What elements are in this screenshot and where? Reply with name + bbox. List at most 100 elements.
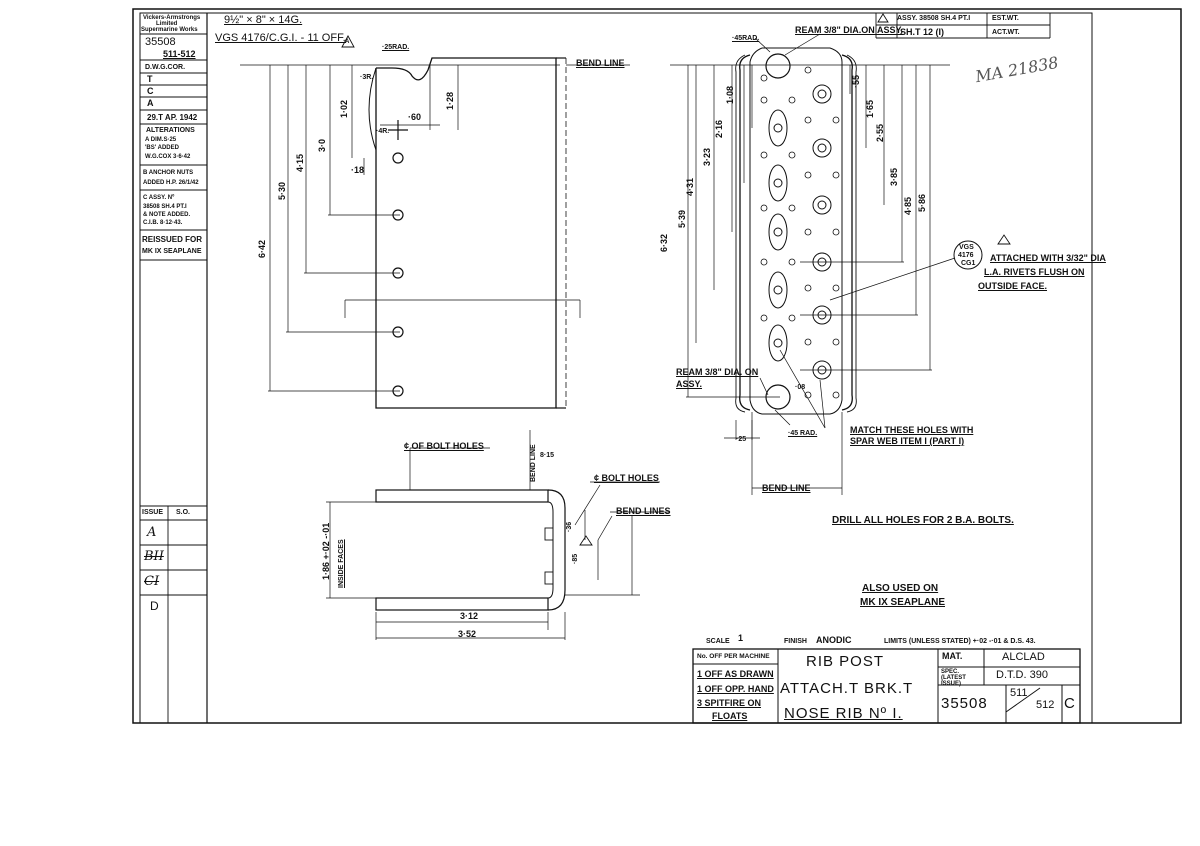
dim-55: ·55 bbox=[851, 74, 861, 88]
date: 29.T AP. 1942 bbox=[147, 113, 198, 122]
act-wt-label: ACT.WT. bbox=[992, 29, 1020, 36]
ream-top-note: REAM 3/8" DIA.ON ASSY. bbox=[795, 25, 903, 35]
dim-352: 3·52 bbox=[458, 629, 477, 639]
dim-08: ·08 bbox=[795, 384, 806, 391]
bend-line-vertical-label: BEND LINE bbox=[530, 444, 537, 482]
top-right-ref-boxes bbox=[875, 13, 1051, 39]
dim-642: 6·42 bbox=[257, 239, 267, 258]
dim-323: 3·23 bbox=[702, 147, 712, 166]
no-off-row-4: FLOATS bbox=[712, 711, 748, 721]
dim-60: ·60 bbox=[408, 112, 422, 122]
reissued-1: REISSUED FOR bbox=[142, 235, 203, 244]
dim-586: 5·86 bbox=[917, 193, 927, 212]
part-sheet-bottom: 512 bbox=[1036, 699, 1055, 711]
so-header: S.O. bbox=[176, 509, 191, 516]
dim-25: ·25 bbox=[736, 436, 747, 443]
alt-b-2: ADDED H.P. 26/1/42 bbox=[143, 180, 199, 186]
sheet-ref: SH.T 12 (I) bbox=[900, 27, 945, 37]
dim-216: 2·16 bbox=[714, 119, 724, 138]
company-line2: Limited bbox=[156, 21, 178, 27]
vgs-bubble-1: VGS bbox=[959, 244, 974, 251]
alt-c-3: & NOTE ADDED. bbox=[143, 212, 191, 218]
part-title-2: ATTACH.T BRK.T bbox=[780, 680, 914, 697]
part-issue: C bbox=[1064, 695, 1076, 712]
strip-sheet-range: 511-512 bbox=[163, 49, 196, 59]
also-used-2: MK IX SEAPLANE bbox=[860, 597, 946, 608]
right-dimension-lines bbox=[670, 33, 956, 495]
dim-312: 3·12 bbox=[460, 611, 479, 621]
dim-30: 3·0 bbox=[317, 138, 327, 152]
part-title-1: RIB POST bbox=[806, 653, 885, 670]
finish-label: FINISH bbox=[784, 638, 807, 645]
scale-label: SCALE bbox=[706, 638, 730, 645]
vgs-bubble bbox=[953, 240, 983, 270]
check-a: A bbox=[147, 98, 154, 108]
dim-530: 5·30 bbox=[277, 181, 287, 200]
radius-4: ·4R. bbox=[376, 128, 390, 135]
alt-c-1: C ASSY. Nº bbox=[143, 195, 175, 201]
finish-value: ANODIC bbox=[816, 635, 852, 645]
formed-part-front-view bbox=[735, 47, 857, 415]
dim-415: 4·15 bbox=[295, 153, 305, 172]
dim-36: ·36 bbox=[566, 521, 573, 532]
company-line3: Supermarine Works bbox=[141, 27, 198, 33]
drawn-by-label: D.W.G.COR. bbox=[145, 64, 186, 71]
left-strip-rows bbox=[140, 33, 207, 723]
match-note-2: SPAR WEB ITEM I (PART I) bbox=[850, 436, 965, 446]
dim-108: 1·08 bbox=[725, 85, 735, 104]
alt-a-1: A DIM.S·25 bbox=[145, 137, 177, 143]
side-view-dimensions bbox=[326, 430, 670, 640]
radius-45-top: ·45RAD. bbox=[732, 35, 760, 42]
dim-632: 6·32 bbox=[659, 233, 669, 252]
part-number: 35508 bbox=[941, 695, 988, 712]
company-line1: Vickers-Armstrongs bbox=[143, 15, 201, 21]
vgs-note: VGS 4176/C.G.I. - 11 OFF. bbox=[215, 32, 346, 44]
alt-a-2: 'BS' ADDED bbox=[145, 145, 179, 151]
vgs-bubble-3: CG1 bbox=[961, 260, 976, 267]
spec-value: D.T.D. 390 bbox=[996, 669, 1048, 681]
material-spec: 9½" × 8" × 14G. bbox=[224, 14, 303, 26]
bend-line-top-label: BEND LINE bbox=[576, 58, 625, 68]
alt-c-2: 38508 SH.4 PT.I bbox=[143, 204, 187, 210]
bolt-holes-right-label: ¢ BOLT HOLES bbox=[594, 473, 659, 483]
no-off-row-1: 1 OFF AS DRAWN bbox=[697, 669, 774, 679]
no-off-header: No. OFF PER MACHINE bbox=[697, 653, 770, 660]
attached-note-2: L.A. RIVETS FLUSH ON bbox=[984, 267, 1085, 277]
alterations-title: ALTERATIONS bbox=[146, 127, 195, 134]
bolt-holes-left-label: ¢ OF BOLT HOLES bbox=[404, 441, 484, 451]
radius-3: ·3R. bbox=[360, 74, 374, 81]
dim-18: ·18 bbox=[351, 165, 365, 175]
alt-a-3: W.G.COX 3·6·42 bbox=[145, 154, 191, 160]
drill-note: DRILL ALL HOLES FOR 2 B.A. BOLTS. bbox=[832, 515, 1014, 526]
check-t: T bbox=[147, 74, 153, 84]
dim-165: 1·65 bbox=[865, 99, 875, 118]
title-block bbox=[692, 648, 1081, 724]
flat-pattern-part bbox=[368, 57, 567, 409]
alt-b-1: B ANCHOR NUTS bbox=[143, 170, 194, 176]
dim-431: 4·31 bbox=[685, 177, 695, 196]
dim-255: 2·55 bbox=[875, 123, 885, 142]
dim-385: 3·85 bbox=[889, 167, 899, 186]
check-c: C bbox=[147, 86, 154, 96]
issue-c: CI bbox=[144, 574, 160, 589]
dim-85: ·85 bbox=[572, 553, 579, 564]
radius-45-bottom: ·45 RAD. bbox=[788, 430, 818, 437]
dim-485: 4·85 bbox=[903, 196, 913, 215]
dim-102: 1·02 bbox=[339, 99, 349, 118]
vgs-note-mark: A bbox=[345, 39, 350, 45]
part-sheet-top: 511 bbox=[1010, 687, 1028, 699]
ream-bottom-note-2: ASSY. bbox=[676, 379, 703, 389]
revision-triangles bbox=[341, 13, 1011, 546]
issue-a: A bbox=[147, 525, 157, 540]
attached-note-3: OUTSIDE FACE. bbox=[978, 281, 1048, 291]
alt-c-4: C.I.B. 8·12·43. bbox=[143, 220, 183, 226]
issue-d: D bbox=[150, 599, 159, 613]
ream-bottom-note-1: REAM 3/8" DIA. ON bbox=[676, 367, 759, 377]
left-dimension-lines bbox=[240, 64, 630, 392]
mat-label: MAT. bbox=[942, 651, 963, 661]
dim-815: 8·15 bbox=[540, 452, 555, 459]
dim-186: 1·86 +·02 -·01 bbox=[321, 522, 331, 580]
est-wt-label: EST.WT. bbox=[992, 15, 1019, 22]
